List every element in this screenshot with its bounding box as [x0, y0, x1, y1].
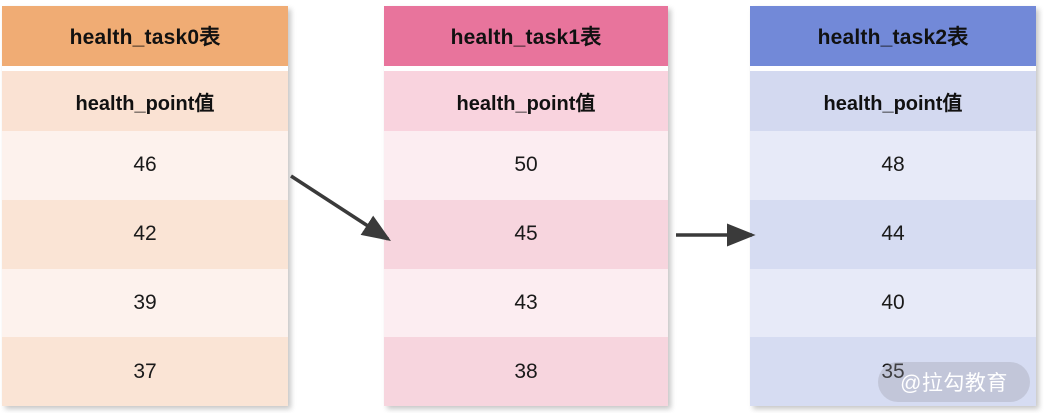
- table-row: 43: [384, 268, 668, 338]
- table-card-health-task1: health_task1表 health_point值 50 45 43 38: [384, 6, 668, 406]
- table-row: 42: [2, 199, 288, 269]
- column-header-health-point-0: health_point值: [2, 71, 288, 131]
- table-row: 46: [2, 131, 288, 200]
- watermark-badge: @拉勾教育: [878, 362, 1030, 402]
- watermark-text: @拉勾教育: [900, 372, 1008, 395]
- table-row: 40: [750, 268, 1036, 338]
- table-row: 45: [384, 199, 668, 269]
- table-title-divider: [2, 66, 288, 71]
- table-title-health-task1: health_task1表: [384, 6, 668, 66]
- column-header-health-point-1: health_point值: [384, 71, 668, 131]
- table-title-health-task0: health_task0表: [2, 6, 288, 66]
- table-row: 38: [384, 337, 668, 406]
- table-row: 35: [750, 337, 1036, 406]
- table-row: 44: [750, 199, 1036, 269]
- table-title-divider: [750, 66, 1036, 71]
- table-row: 50: [384, 131, 668, 200]
- table-card-health-task0: health_task0表 health_point值 46 42 39 37: [2, 6, 288, 406]
- column-header-health-point-2: health_point值: [750, 71, 1036, 131]
- arrow-task0-to-task1: [290, 174, 392, 241]
- table-row: 39: [2, 268, 288, 338]
- table-row: 48: [750, 131, 1036, 200]
- table-title-divider: [384, 66, 668, 71]
- table-row: 37: [2, 337, 288, 406]
- table-title-health-task2: health_task2表: [750, 6, 1036, 66]
- table-card-health-task2: health_task2表 health_point值 48 44 40 35: [750, 6, 1036, 406]
